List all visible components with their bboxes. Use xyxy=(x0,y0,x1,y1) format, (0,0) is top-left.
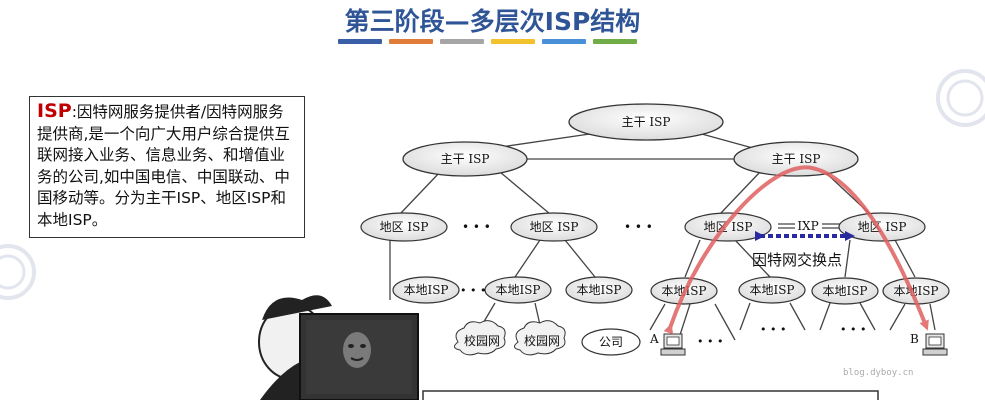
svg-text:本地ISP: 本地ISP xyxy=(495,283,540,297)
svg-text:公司: 公司 xyxy=(599,335,623,349)
svg-text:主干 ISP: 主干 ISP xyxy=(622,115,671,129)
svg-text:地区 ISP: 地区 ISP xyxy=(704,220,753,234)
backbone-isp-top: 主干 ISP xyxy=(568,103,724,141)
color-bar-2 xyxy=(389,39,433,44)
svg-text:IXP: IXP xyxy=(797,219,818,233)
svg-text:本地ISP: 本地ISP xyxy=(403,283,448,297)
svg-text:本地ISP: 本地ISP xyxy=(822,284,867,298)
backbone-isp-right: 主干 ISP xyxy=(733,141,859,177)
local-isp-6: 本地ISP xyxy=(811,277,879,305)
title-color-bars xyxy=(338,39,637,44)
packet-path-arrow xyxy=(663,165,929,335)
ixp-node: IXP xyxy=(795,217,822,233)
svg-text:地区 ISP: 地区 ISP xyxy=(380,220,429,234)
svg-text:校园网: 校园网 xyxy=(524,333,560,348)
regional-isp-4: 地区 ISP xyxy=(838,212,926,242)
ellipsis-local-6: • • • xyxy=(840,323,866,336)
campus-network-2: 校园网 xyxy=(514,320,566,356)
local-isp-1: 本地ISP xyxy=(392,276,460,304)
definition-term: ISP xyxy=(37,100,72,122)
svg-text:本地ISP: 本地ISP xyxy=(893,284,938,298)
page-title: 第三阶段—多层次ISP结构 xyxy=(344,7,641,36)
color-bar-5 xyxy=(542,39,586,44)
svg-text:校园网: 校园网 xyxy=(464,333,500,348)
host-b-computer-icon xyxy=(922,333,948,356)
local-isp-2: 本地ISP xyxy=(484,276,552,304)
svg-text:地区 ISP: 地区 ISP xyxy=(530,220,579,234)
local-isp-3: 本地ISP xyxy=(565,276,633,304)
ellipsis-regional-mid: • • • xyxy=(624,220,653,234)
color-bar-3 xyxy=(440,39,484,44)
color-bar-4 xyxy=(491,39,535,44)
ixp-caption: 因特网交换点 xyxy=(752,251,842,269)
host-b-label: B xyxy=(910,332,919,346)
watermark-text: blog.dyboy.cn xyxy=(843,368,914,378)
backbone-isp-left: 主干 ISP xyxy=(402,141,528,177)
ellipsis-regional-left: • • • xyxy=(462,220,491,234)
cartoon-figure-illustration xyxy=(258,295,419,400)
ellipsis-local-5: • • • xyxy=(760,323,786,336)
watermark-seal-right xyxy=(936,69,985,127)
svg-text:本地ISP: 本地ISP xyxy=(749,283,794,297)
watermark-seal-left xyxy=(0,244,36,300)
company-network: 公司 xyxy=(581,328,641,356)
regional-isp-2: 地区 ISP xyxy=(510,212,598,242)
svg-text:主干 ISP: 主干 ISP xyxy=(772,152,821,166)
regional-isp-3: 地区 ISP xyxy=(684,212,772,242)
svg-text:主干 ISP: 主干 ISP xyxy=(441,152,490,166)
isp-definition-box: ISP:因特网服务提供者/因特网服务提供商,是一个向广大用户综合提供互联网接入业… xyxy=(29,96,305,238)
definition-text: :因特网服务提供者/因特网服务提供商,是一个向广大用户综合提供互联网接入业务、信… xyxy=(37,103,290,229)
bottom-content-frame xyxy=(422,390,879,400)
color-bar-6 xyxy=(593,39,637,44)
campus-network-1: 校园网 xyxy=(454,320,506,356)
regional-isp-1: 地区 ISP xyxy=(360,212,448,242)
svg-text:地区 ISP: 地区 ISP xyxy=(858,220,907,234)
svg-text:本地ISP: 本地ISP xyxy=(576,283,621,297)
color-bar-1 xyxy=(338,39,382,44)
local-isp-5: 本地ISP xyxy=(738,276,806,304)
ellipsis-host-a: • • • xyxy=(697,335,723,348)
host-a-label: A xyxy=(649,332,659,346)
ellipsis-local-left: • • • xyxy=(460,284,486,297)
host-a-computer-icon xyxy=(660,333,686,356)
